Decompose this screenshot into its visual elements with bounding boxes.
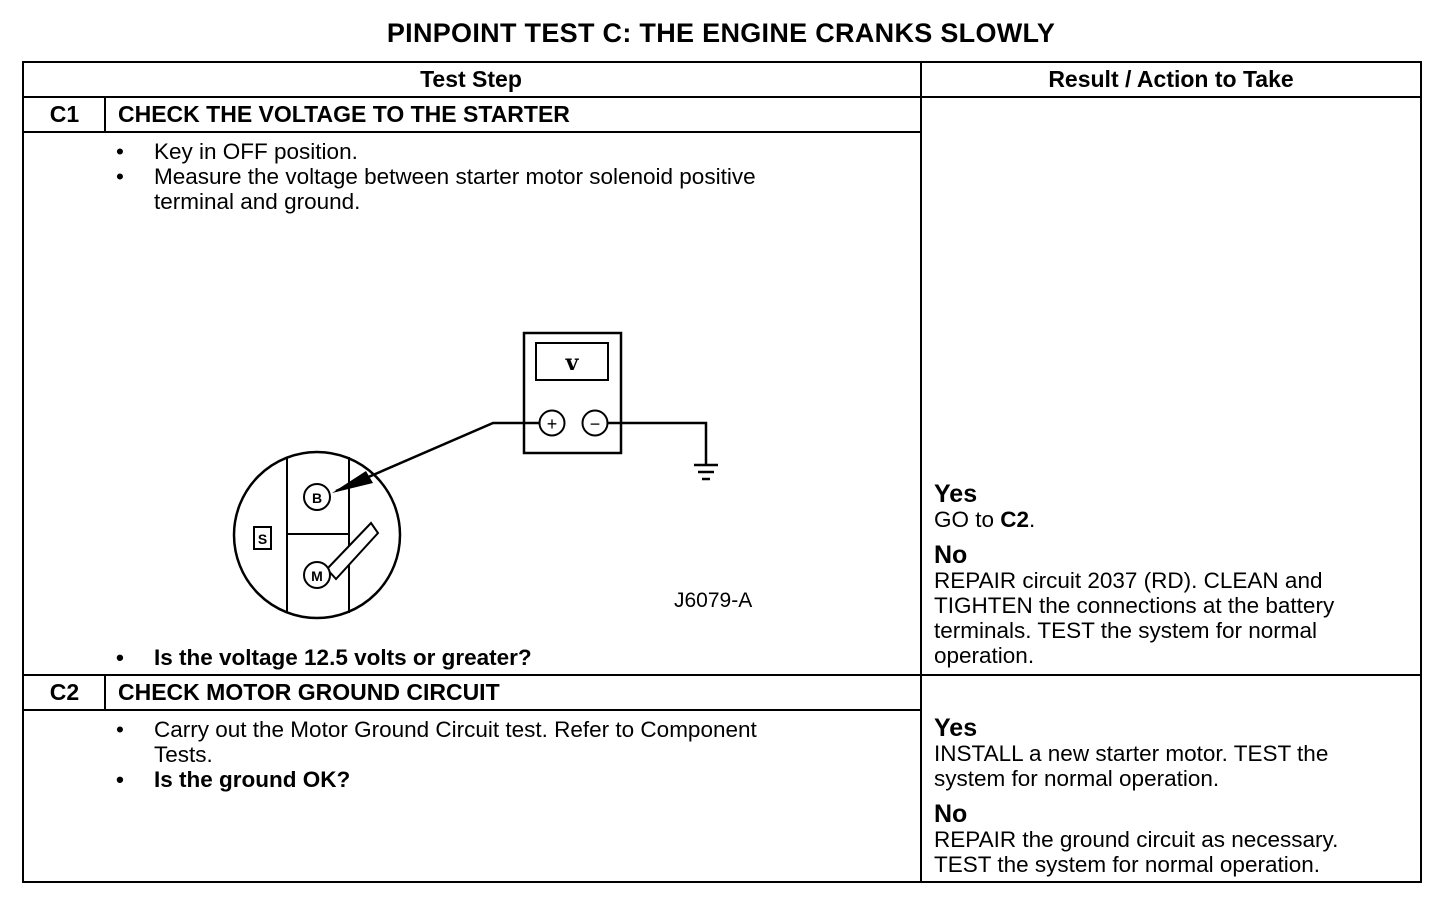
c2-yes-line-1: INSTALL a new starter motor. TEST the [934,741,1329,766]
c2-yes-line-2: system for normal operation. [934,766,1220,791]
ground-wire [607,421,708,465]
header-divider [22,96,1422,98]
c2-title-divider [22,709,922,711]
positive-terminal [538,409,566,437]
header-result: Result / Action to Take [1048,66,1294,92]
c1-yes-suffix: . [1029,507,1036,532]
test-table: Test Step Result / Action to Take C1 CHE… [22,61,1422,883]
c1-question-text: Is the voltage 12.5 volts or greater? [154,645,532,670]
c1-title-divider [22,131,922,133]
starter-voltage-diagram: v + − B M S [232,331,718,620]
c1-bullet-2-line-1: Measure the voltage between starter moto… [154,164,756,189]
c1-no-line-4: operation. [934,643,1035,668]
bullet-dot: • [116,164,124,189]
c1-id-divider [104,96,106,133]
bullet-dot: • [116,717,124,742]
c1-bullet-2-line-2: terminal and ground. [154,189,361,214]
page-title: PINPOINT TEST C: THE ENGINE CRANKS SLOWL… [386,18,1056,48]
c2-bullet-1-line-1: Carry out the Motor Ground Circuit test.… [154,717,757,742]
step-id-c2: C2 [49,679,80,705]
c2-question-text: Is the ground OK? [154,767,351,792]
figure-label: J6079-A [674,589,753,612]
c2-bullet-1-line-2: Tests. [154,742,213,767]
voltmeter-display [535,342,609,381]
terminal-b [303,483,331,511]
bullet-dot: • [116,645,124,670]
table-border-left [22,61,24,883]
probe-tip [332,471,373,493]
negative-terminal-symbol: − [590,414,601,434]
c1-yes-target: C2 [1000,507,1030,532]
positive-terminal-symbol: + [547,414,558,434]
row-divider [22,674,1422,676]
switch-arm [325,521,380,581]
header-test-step: Test Step [420,66,522,92]
bullet-dot: • [116,139,124,164]
c2-id-divider [104,674,106,711]
step-title-c2: CHECK MOTOR GROUND CIRCUIT [118,679,500,705]
c2-yes-label: Yes [934,714,978,742]
step-id-c1: C1 [49,101,80,127]
step-title-c1: CHECK THE VOLTAGE TO THE STARTER [118,101,570,127]
terminal-s [253,526,272,550]
positive-lead [335,421,539,493]
column-divider [920,61,922,883]
c1-no-line-3: terminals. TEST the system for normal [934,618,1318,643]
c2-no-line-2: TEST the system for normal operation. [934,852,1320,877]
c1-yes-label: Yes [934,480,978,508]
c1-no-line-2: TIGHTEN the connections at the battery [934,593,1335,618]
starter-solenoid [232,450,402,620]
c2-no-label: No [934,800,968,828]
table-border-top [22,61,1422,63]
table-border-bottom [22,881,1422,883]
voltmeter-body [522,331,623,455]
c1-yes-prefix: GO to [934,507,1001,532]
c2-no-line-1: REPAIR the ground circuit as necessary. [934,827,1339,852]
voltmeter-symbol: v [565,350,580,376]
c2-results: Yes INSTALL a new starter motor. TEST th… [934,715,1338,877]
bullet-dot: • [116,767,124,792]
terminal-m [303,561,331,589]
c1-no-line-1: REPAIR circuit 2037 (RD). CLEAN and [934,568,1323,593]
c1-results: Yes GO to C2. No REPAIR circuit 2037 (RD… [934,481,1334,668]
terminal-s-label: S [258,531,267,547]
c1-yes-action: GO to C2. [934,507,1334,532]
c1-no-label: No [934,541,968,569]
terminal-m-label: M [311,568,323,584]
table-border-right [1420,61,1422,883]
c1-bullet-1-text: Key in OFF position. [154,139,358,164]
terminal-b-label: B [312,490,322,506]
